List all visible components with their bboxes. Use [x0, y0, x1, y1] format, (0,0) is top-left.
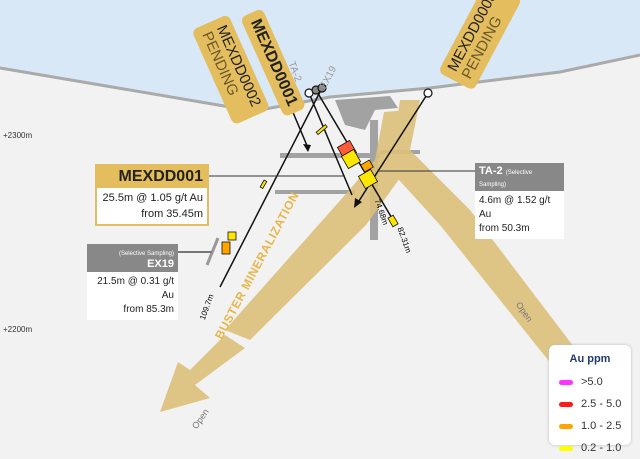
- legend-title: Au ppm: [569, 353, 611, 365]
- callout-note: (Selective Sampling): [479, 170, 533, 188]
- legend-label: 2.5 - 5.0: [581, 398, 622, 410]
- legend-label: 1.0 - 2.5: [581, 420, 622, 432]
- elevation-2300: +2300m: [3, 131, 33, 140]
- swatch: [559, 445, 573, 451]
- callout-note: (Selective Sampling): [118, 251, 174, 257]
- collars: [279, 83, 433, 98]
- callout-line1: 4.6m @ 1.52 g/t Au: [479, 195, 551, 220]
- callout-line2: from 85.3m: [123, 304, 174, 315]
- callout-line1: 21.5m @ 0.31 g/t Au: [97, 276, 174, 301]
- swatch: [559, 401, 573, 407]
- callout-line2: from 35.45m: [141, 208, 203, 220]
- arrow-mexdd0001: [303, 144, 311, 152]
- legend-item: >5.0: [549, 371, 631, 393]
- legend-item: 1.0 - 2.5: [549, 415, 631, 437]
- callout-title: EX19: [147, 258, 174, 270]
- callout-ta2: TA-2 (Selective Sampling) 4.6m @ 1.52 g/…: [475, 163, 564, 239]
- legend-label: 0.2 - 1.0: [581, 442, 622, 454]
- callout-mexdd001: MEXDD001 25.5m @ 1.05 g/t Au from 35.45m: [95, 164, 209, 226]
- callout-ex19: (Selective Sampling) EX19 21.5m @ 0.31 g…: [87, 244, 178, 320]
- swatch: [559, 379, 573, 385]
- callout-title: MEXDD001: [97, 166, 207, 188]
- callout-title: TA-2: [479, 165, 503, 177]
- callout-line2: from 50.3m: [479, 223, 530, 234]
- legend-label: >5.0: [581, 376, 603, 388]
- callout-line1: 25.5m @ 1.05 g/t Au: [102, 192, 203, 204]
- swatch: [559, 423, 573, 429]
- open-arrow-left: [160, 335, 245, 412]
- legend-item: 0.2 - 1.0: [549, 437, 631, 459]
- legend: Au ppm >5.0 2.5 - 5.0 1.0 - 2.5 0.2 - 1.…: [549, 345, 631, 454]
- legend-item: 2.5 - 5.0: [549, 393, 631, 415]
- ex19-bracket: [205, 237, 220, 266]
- arrow-mexdd0003: [354, 198, 362, 208]
- assay-intervals: [221, 124, 399, 255]
- elevation-2200: +2200m: [3, 325, 33, 334]
